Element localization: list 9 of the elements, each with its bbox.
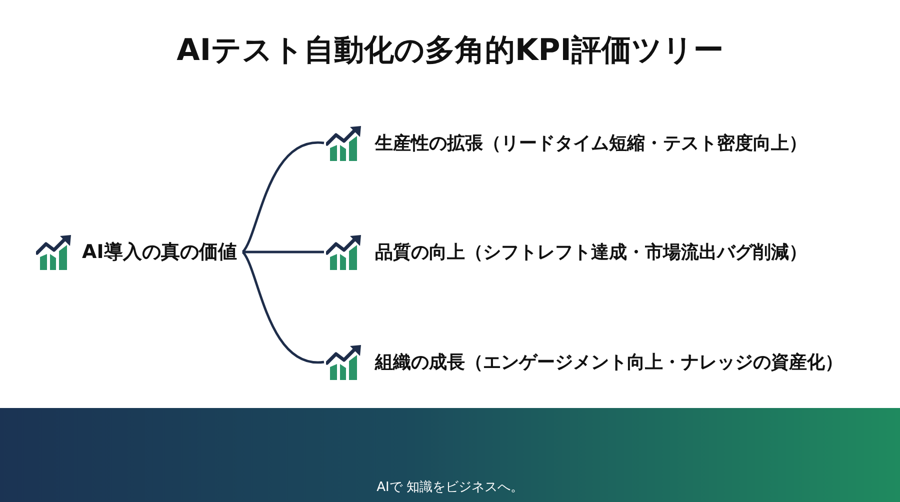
node-label: AI導入の真の価値 [82,240,237,265]
tagline-text: AIで 知識をビジネスへ。 [376,480,524,495]
branch-connector [242,250,324,254]
node-label: 生産性の拡張（リードタイム短縮・テスト密度向上） [375,132,807,155]
node-label: 品質の向上（シフトレフト達成・市場流出バグ削減） [375,241,807,264]
branch-connector [242,251,324,364]
diagram-title: AIテスト自動化の多角的KPI評価ツリー [176,33,724,68]
branch-connector [242,142,324,253]
node-label: 組織の成長（エンゲージメント向上・ナレッジの資産化） [375,351,843,374]
